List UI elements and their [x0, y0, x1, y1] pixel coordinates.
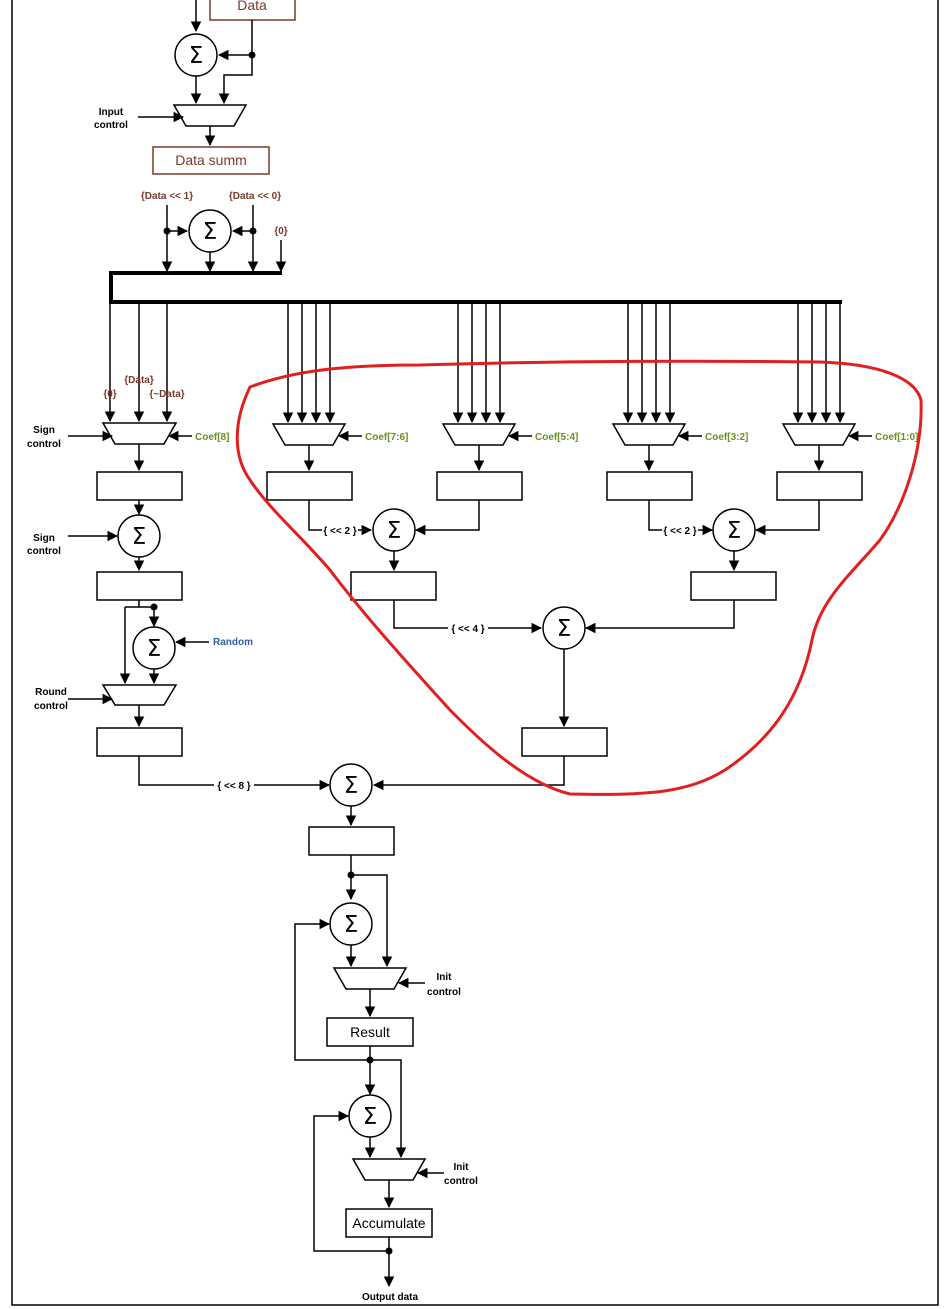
- input-mux: [172, 104, 248, 127]
- data-summ-register: [152, 146, 270, 175]
- lane-coef10: [776, 304, 872, 501]
- label-bg: [214, 778, 254, 792]
- wire: [217, 20, 253, 61]
- diagram-frame: [11, 0, 939, 1306]
- register: [96, 471, 183, 501]
- init-control-label: Init: [454, 1162, 470, 1173]
- shift8-label: { << 8 }: [217, 781, 250, 792]
- register: [96, 571, 183, 601]
- init-mux-b: [351, 1158, 427, 1181]
- coef8-label: Coef[8]: [195, 432, 229, 443]
- wire: [584, 600, 735, 634]
- shift2-label: { << 2 }: [323, 526, 356, 537]
- lane-coef32: [606, 304, 702, 501]
- round-control-label: control: [34, 701, 68, 712]
- data-shift0-label: {Data << 0}: [229, 191, 281, 202]
- not-data-label: {~Data}: [149, 389, 184, 400]
- highlight-outline: [235, 359, 923, 796]
- sigma-symbol: Σ: [557, 616, 572, 642]
- feedback-wire: [313, 1110, 389, 1252]
- output-data-label: Output data: [362, 1292, 419, 1303]
- shift4-label: { << 4 }: [451, 624, 484, 635]
- sign-control-label: Sign: [33, 425, 55, 436]
- sign-mux: [101, 422, 178, 445]
- register: [96, 727, 183, 757]
- init-control-label: control: [427, 987, 461, 998]
- data-summ-label: Data summ: [175, 152, 247, 168]
- sign-control-label: control: [27, 546, 61, 557]
- wire: [370, 1059, 407, 1159]
- wire: [218, 55, 253, 105]
- shift2-label: { << 2 }: [663, 526, 696, 537]
- wire: [372, 756, 565, 791]
- sigma-symbol: Σ: [132, 524, 147, 550]
- accumulate-label: Accumulate: [352, 1215, 425, 1231]
- lane-coef76: [266, 304, 362, 501]
- wire: [393, 600, 543, 634]
- sigma-symbol: Σ: [387, 518, 402, 544]
- feedback-wire: [294, 918, 370, 1061]
- random-label: Random: [213, 637, 253, 648]
- zero-label: {0}: [103, 389, 116, 400]
- result-register: [326, 1017, 414, 1047]
- register: [690, 571, 777, 601]
- data-register-label: Data: [237, 0, 267, 13]
- input-control-label: Input: [99, 107, 124, 118]
- coef10-label: Coef[1:0]: [875, 432, 918, 443]
- sigma-symbol: Σ: [727, 518, 742, 544]
- sigma-symbol: Σ: [363, 1104, 378, 1130]
- wire: [754, 500, 820, 536]
- bus: [109, 271, 842, 304]
- register: [350, 571, 437, 601]
- coef76-label: Coef[7:6]: [365, 432, 408, 443]
- sign-control-label: control: [27, 439, 61, 450]
- init-mux-a: [332, 967, 408, 990]
- zero-label: {0}: [274, 226, 287, 237]
- sigma-symbol: Σ: [147, 636, 162, 662]
- register: [308, 826, 395, 856]
- init-control-label: control: [444, 1176, 478, 1187]
- sign-control-label: Sign: [33, 533, 55, 544]
- accumulate-register: [345, 1208, 433, 1238]
- lane-coef54: [436, 304, 532, 501]
- round-mux: [101, 684, 178, 706]
- data-shift1-label: {Data << 1}: [141, 191, 193, 202]
- coef54-label: Coef[5:4]: [535, 432, 578, 443]
- wire: [351, 874, 393, 968]
- label-bg: [662, 523, 698, 537]
- data-label: {Data}: [124, 375, 154, 386]
- sigma-symbol: Σ: [344, 912, 359, 938]
- sigma-symbol: Σ: [344, 773, 359, 799]
- result-label: Result: [350, 1024, 390, 1040]
- label-bg: [322, 523, 358, 537]
- coef32-label: Coef[3:2]: [705, 432, 748, 443]
- round-control-label: Round: [35, 687, 67, 698]
- sigma-symbol: Σ: [189, 43, 204, 69]
- label-bg: [448, 621, 488, 635]
- register: [521, 727, 608, 757]
- wire: [138, 756, 331, 791]
- init-control-label: Init: [437, 972, 453, 983]
- sigma-symbol: Σ: [203, 219, 218, 245]
- input-control-label: control: [94, 120, 128, 131]
- wire: [414, 500, 480, 536]
